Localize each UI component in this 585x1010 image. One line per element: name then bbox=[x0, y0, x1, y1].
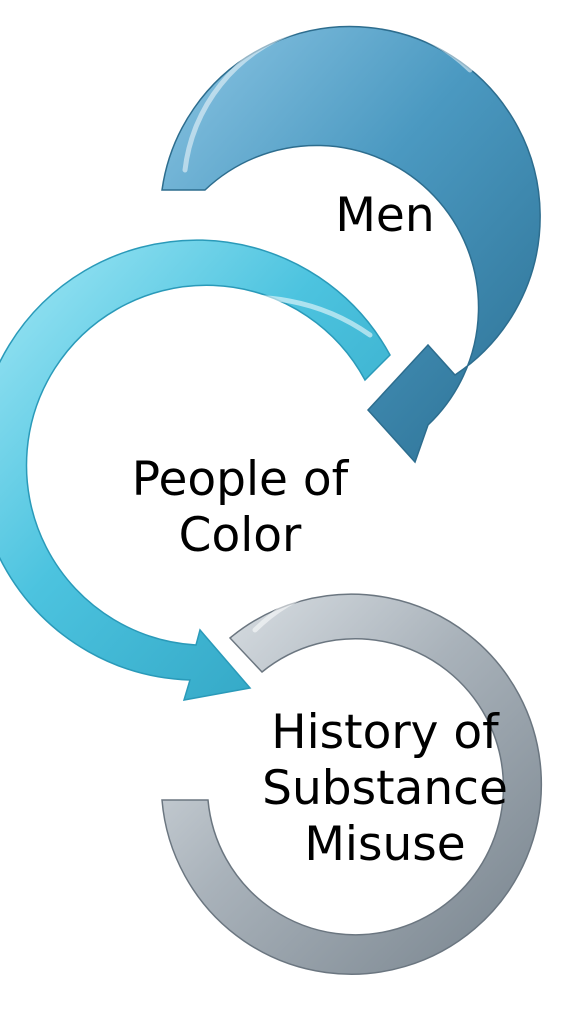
step-3-label-line-2: Substance bbox=[230, 761, 540, 817]
step-3-label: History of Substance Misuse bbox=[230, 705, 540, 873]
step-2-label-line-1: People of bbox=[100, 452, 380, 508]
step-3-label-line-1: History of bbox=[230, 705, 540, 761]
step-3-label-line-3: Misuse bbox=[230, 817, 540, 873]
step-1-label-line-1: Men bbox=[270, 188, 500, 244]
step-2-label: People of Color bbox=[100, 452, 380, 564]
step-2-label-line-2: Color bbox=[100, 508, 380, 564]
step-1-label: Men bbox=[270, 188, 500, 244]
